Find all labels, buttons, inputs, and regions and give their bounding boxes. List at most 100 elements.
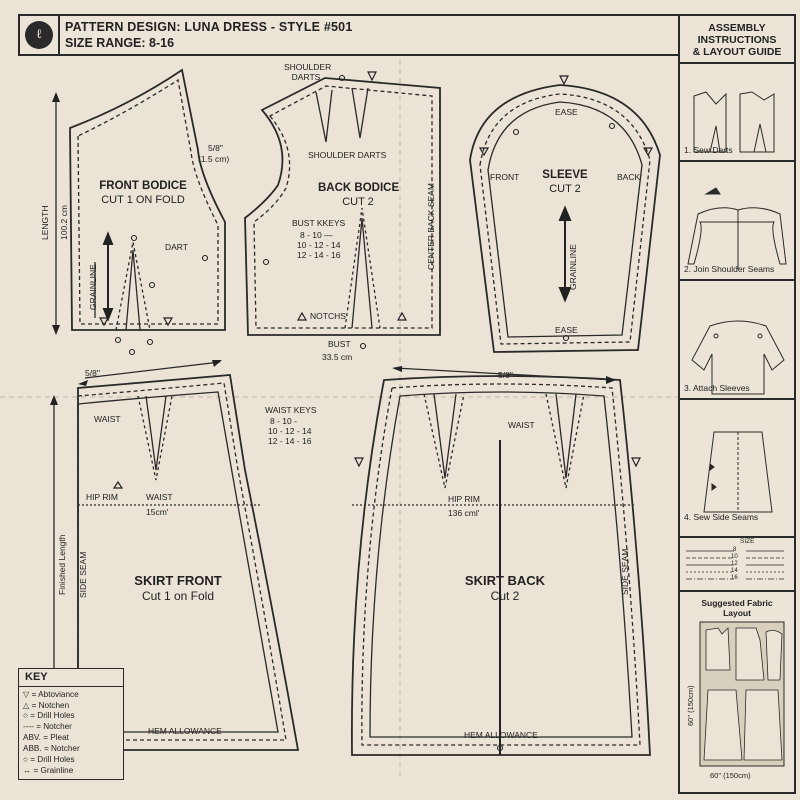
sidebar-title-line: & LAYOUT GUIDE	[692, 46, 782, 58]
sidebar-divider	[680, 398, 794, 400]
key-row: ↔ = Grainline	[23, 766, 73, 775]
bust-value: 33.5 cm	[322, 352, 353, 362]
size-line-legend	[686, 550, 784, 580]
key-row: ▽ = Abtoviance	[23, 689, 79, 699]
skirt-back-side-seam: SIDE SEAM	[620, 548, 630, 595]
key-symbol: ----	[23, 722, 34, 731]
key-row: ○ = Drill Holes	[23, 711, 75, 720]
skirt-back-subtitle: Cut 2	[490, 589, 520, 603]
sleeve-front-label: FRONT	[490, 172, 520, 182]
key-row: ○ = Drill Holes	[23, 755, 75, 764]
key-symbol: △	[23, 701, 30, 710]
key-text: = Notcher	[36, 722, 72, 731]
bust-key-2: 10 - 12 - 14	[297, 240, 341, 250]
front-seam-allowance: 5/8"	[208, 143, 223, 153]
skirt-front-hip-value: 15cm'	[146, 507, 169, 517]
key-text: = Grainline	[33, 766, 74, 775]
skirt-front-waist-mid: WAIST	[146, 492, 173, 502]
assembly-illustrations	[687, 91, 787, 513]
back-shoulder-darts: SHOULDER DARTS	[308, 150, 387, 160]
skirt-front-seam: 5/8"	[85, 368, 100, 378]
pattern-header: ℓ PATTERN DESIGN: LUNA DRESS - STYLE #50…	[18, 14, 682, 56]
step-join-shoulder: 2. Join Shoulder Seams	[684, 264, 775, 274]
sleeve-subtitle: CUT 2	[549, 183, 581, 195]
key-symbol: ▽	[23, 690, 30, 699]
fabric-layout-title: Suggested Fabric Layout	[680, 598, 794, 618]
skirt-front-waist: WAIST	[94, 414, 121, 424]
key-text: = Notcher	[43, 744, 80, 753]
sidebar-title-line: INSTRUCTIONS	[697, 34, 777, 46]
bust-key-1: 8 - 10 —	[300, 230, 333, 240]
fabric-width-label: 60" (150cm)	[710, 771, 751, 780]
sleeve-title: SLEEVE	[542, 169, 588, 181]
key-row: ABB. = Notcher	[23, 744, 80, 753]
step-sew-darts: 1. Sew Darts	[684, 145, 733, 155]
front-length-value: 100.2 cm	[59, 205, 69, 240]
header-divider	[58, 16, 60, 54]
waist-key-3: 12 - 14 - 16	[268, 436, 312, 446]
back-shoulder-darts-top: SHOULDER DARTS	[284, 62, 332, 82]
key-row: △ = Notchen	[23, 700, 69, 710]
waist-keys-title: WAIST KEYS	[265, 405, 317, 415]
skirt-back-title: SKIRT BACK	[464, 573, 546, 588]
bust-label: BUST	[328, 339, 351, 349]
brand-logo: ℓ	[25, 21, 53, 49]
skirt-front-hip-rim: HIP RIM	[86, 492, 118, 502]
size-14: 14	[731, 568, 738, 574]
sidebar-title: ASSEMBLY INSTRUCTIONS & LAYOUT GUIDE	[680, 22, 794, 58]
back-bodice-title: BACK BODICE	[318, 182, 400, 194]
step1-back-icon	[739, 91, 775, 153]
sidebar-divider	[680, 160, 794, 162]
skirt-front-title: SKIRT FRONT	[134, 573, 222, 588]
step1-front-icon	[693, 91, 727, 153]
key-symbol: ABV.	[23, 733, 41, 742]
skirt-front-piece	[77, 374, 300, 751]
sleeve-back-label: BACK	[617, 172, 641, 182]
bust-key-3: 12 - 14 - 16	[297, 250, 341, 260]
back-bodice-piece	[244, 77, 441, 336]
size-16: 16	[731, 575, 738, 581]
key-row: ABV. = Pleat	[23, 733, 69, 742]
key-symbol: ABB.	[23, 744, 42, 753]
key-title: KEY	[25, 671, 48, 683]
skirt-back-hem: HEM ALLOWANCE	[464, 730, 538, 740]
key-text: = Drill Holes	[30, 711, 75, 720]
sidebar-divider	[680, 536, 794, 538]
skirt-front-hem: HEM ALLOWANCE	[148, 726, 222, 736]
key-symbol: ↔	[23, 766, 32, 775]
waist-key-1: 8 - 10 -	[270, 416, 297, 426]
front-length-label: LENGTH	[40, 205, 50, 240]
key-text: = Abtoviance	[31, 690, 79, 699]
size-8: 8	[733, 547, 737, 553]
key-symbol: ○	[23, 755, 28, 764]
symbol-key: KEY ▽ = Abtoviance △ = Notchen ○ = Drill…	[18, 668, 124, 780]
sidebar-divider	[680, 279, 794, 281]
front-bodice-subtitle: CUT 1 ON FOLD	[101, 194, 185, 206]
fabric-layout-diagram	[699, 621, 785, 767]
step4-skirt-icon	[703, 431, 773, 513]
pattern-title: PATTERN DESIGN: LUNA DRESS - STYLE #501	[65, 20, 353, 34]
waist-key-2: 10 - 12 - 14	[268, 426, 312, 436]
front-bodice-piece	[55, 68, 226, 332]
skirt-back-hip-value: 136 cml'	[448, 508, 480, 518]
step-side-seams: 4. Sew Side Seams	[684, 512, 759, 522]
front-dart-label: DART	[165, 242, 188, 252]
step3-shirt-icon	[691, 320, 785, 395]
finished-length-label: Finished Length	[57, 534, 67, 596]
key-text: = Notchen	[31, 701, 70, 710]
size-range: SIZE RANGE: 8-16	[65, 36, 175, 50]
sleeve-grainline-label: GRAINLINE	[568, 244, 578, 290]
front-grainline-label: GRAINLINE	[88, 264, 98, 310]
step-attach-sleeves: 3. Attach Sleeves	[684, 383, 750, 393]
step2-bodice-icon	[687, 207, 787, 265]
key-text: = Pleat	[43, 733, 69, 742]
back-bodice-subtitle: CUT 2	[342, 196, 374, 208]
key-text: = Drill Holes	[30, 755, 75, 764]
front-seam-allowance-cm: (1.5 cm)	[198, 154, 230, 164]
skirt-front-subtitle: Cut 1 on Fold	[141, 589, 215, 603]
center-back-seam-label: CENTER BACK SEAM	[426, 183, 436, 270]
key-symbol: ○	[23, 711, 28, 720]
fabric-title-line: Suggested Fabric	[701, 598, 773, 608]
size-table-header: SIZE	[740, 538, 755, 545]
